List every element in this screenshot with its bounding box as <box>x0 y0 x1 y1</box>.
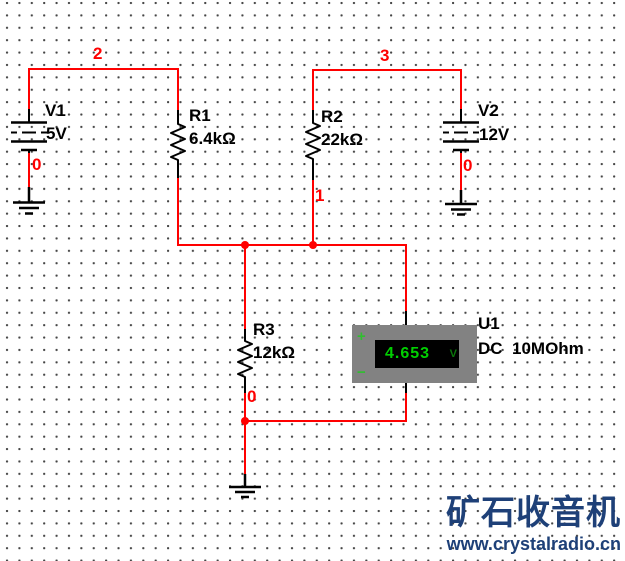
watermark-title: 矿石收音机 <box>446 494 621 532</box>
r2-value-label[interactable]: 22kΩ <box>321 130 363 149</box>
v1-ref-label[interactable]: V1 <box>45 101 66 120</box>
v2-ref-label[interactable]: V2 <box>478 101 499 120</box>
ground-symbol-v1[interactable] <box>13 187 45 215</box>
v1-long-plates <box>11 121 47 143</box>
meter-display: 4.653 V <box>375 340 459 368</box>
wire-node1-bus[interactable] <box>177 176 407 331</box>
wire-node2[interactable] <box>28 68 179 112</box>
node-label-0-v1[interactable]: 0 <box>32 155 42 174</box>
v1-battery-symbol[interactable] <box>11 109 47 153</box>
r1-value-label[interactable]: 6.4kΩ <box>189 129 236 148</box>
node-label-3[interactable]: 3 <box>380 46 390 65</box>
multimeter-u1[interactable]: + − 4.653 V <box>352 325 477 383</box>
node-label-0-r3[interactable]: 0 <box>247 387 257 406</box>
v2-long-plates <box>443 121 479 143</box>
u1-mode-label[interactable]: DC 10MOhm <box>478 339 584 358</box>
ground-symbol-v2[interactable] <box>445 190 477 216</box>
junction-dot <box>241 241 249 249</box>
r3-resistor-symbol[interactable] <box>237 329 253 393</box>
junction-dot <box>309 241 317 249</box>
v2-battery-symbol[interactable] <box>443 109 479 153</box>
meter-minus-terminal-label: − <box>357 364 366 381</box>
r1-resistor-symbol[interactable] <box>170 110 186 178</box>
watermark: 矿石收音机 www.crystalradio.cn <box>446 491 621 553</box>
u1-ref-label[interactable]: U1 <box>478 314 500 333</box>
meter-plus-terminal-label: + <box>357 328 366 345</box>
watermark-url: www.crystalradio.cn <box>446 534 621 554</box>
r1-ref-label[interactable]: R1 <box>189 106 211 125</box>
node-label-0-v2[interactable]: 0 <box>463 156 473 175</box>
r2-resistor-symbol[interactable] <box>305 110 321 180</box>
node-label-1[interactable]: 1 <box>315 186 325 205</box>
wire-node0-bottom[interactable] <box>244 391 407 476</box>
r2-ref-label[interactable]: R2 <box>321 107 343 126</box>
wire-nets[interactable] <box>28 68 462 476</box>
ground-symbol-r3[interactable] <box>229 474 261 499</box>
meter-unit-label: V <box>449 348 457 360</box>
junction-dot <box>241 417 249 425</box>
node-label-2[interactable]: 2 <box>93 44 103 63</box>
wire-node3[interactable] <box>312 69 462 112</box>
meter-reading-value: 4.653 <box>385 345 431 362</box>
r3-ref-label[interactable]: R3 <box>253 320 275 339</box>
v1-value-label[interactable]: 5V <box>46 124 67 143</box>
v2-value-label[interactable]: 12V <box>479 125 510 144</box>
r3-value-label[interactable]: 12kΩ <box>253 343 295 362</box>
wire-junctions <box>241 241 317 425</box>
